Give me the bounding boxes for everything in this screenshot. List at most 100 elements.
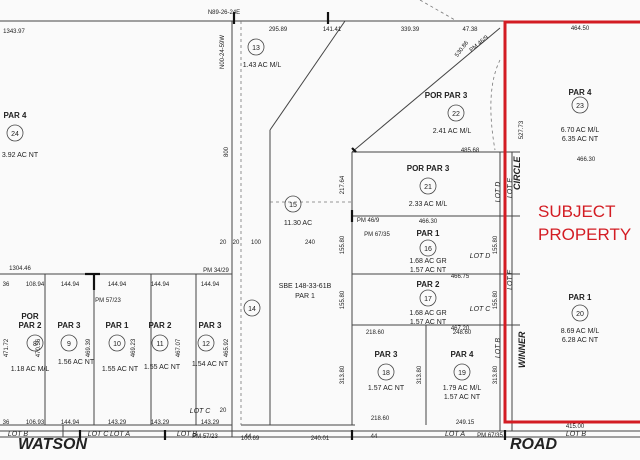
dim-vert-471: 471.72: [4, 338, 10, 357]
road-names: WATSON ROAD CIRCLE WINNER: [18, 156, 558, 453]
parcel-label-11: PAR 2: [149, 321, 173, 330]
dim-top-3: 339.39: [401, 27, 420, 33]
lot-number-23: 23: [576, 103, 584, 110]
lot-c-horizontal: LOT C: [470, 306, 492, 313]
acreage-24: 3.92 AC NT: [2, 152, 39, 159]
acreage-16b: 1.57 AC NT: [410, 267, 447, 274]
parcel-label-18: PAR 3: [375, 350, 399, 359]
dim-10-top: 144.94: [108, 282, 127, 288]
dim-bottom-a: 100.69: [241, 436, 260, 442]
lot-number-21: 21: [424, 184, 432, 191]
sbe-number: SBE 148-33-61B: [279, 283, 332, 290]
acreage-8: 1.18 AC M/L: [11, 366, 50, 373]
dim-vert-155a: 155.80: [340, 235, 346, 254]
dim-vert-ne: 527.73: [519, 120, 525, 139]
dashed-lines: [240, 0, 501, 425]
acreage-19a: 1.79 AC M/L: [443, 385, 482, 392]
parcel-label-23: PAR 4: [569, 88, 593, 97]
lot-b-road-3: LOT B: [566, 431, 587, 438]
parcel-label-17: PAR 2: [417, 280, 441, 289]
acreage-21: 2.33 AC M/L: [409, 201, 448, 208]
dim-top-1: 295.89: [269, 27, 288, 33]
dim-bottom-b: 240.01: [311, 436, 330, 442]
pm-67-35-a: PM 67/35: [364, 232, 390, 238]
dim-vert-470: 470.56: [36, 338, 42, 357]
parcel-label-8a: POR: [21, 312, 39, 321]
parcel-label-22: POR PAR 3: [425, 91, 468, 100]
dim-par20-bottom: 415.00: [566, 424, 585, 430]
bearing-vertical: N00-24-59W: [220, 35, 226, 69]
dim-bottom-44b: 44: [371, 434, 378, 440]
lot-numbers: 13 24 22 23 21 15 16 14 17 20 8 9 10 11 …: [11, 45, 584, 377]
acreage-20a: 8.69 AC M/L: [561, 328, 600, 335]
lot-number-12: 12: [202, 341, 210, 348]
dim-lot-b-side: 20: [220, 408, 227, 414]
lot-number-18: 18: [382, 370, 390, 377]
dim-par21-top: 485.68: [461, 148, 480, 154]
lot-number-24: 24: [11, 131, 19, 138]
dim-9-top: 144.94: [61, 282, 80, 288]
lot-number-15: 15: [289, 202, 297, 209]
road-watson: WATSON: [18, 436, 87, 453]
lot-number-13: 13: [252, 45, 260, 52]
parcel-label-16: PAR 1: [417, 229, 441, 238]
dim-par23-bottom: 466.30: [577, 157, 596, 163]
road-winner: WINNER: [517, 331, 527, 368]
dim-10-bottom: 143.29: [108, 420, 127, 426]
lot-letters: LOT D LOT E LOT F LOT B LOT D LOT C LOT …: [8, 178, 587, 438]
subject-label-line2: PROPERTY: [538, 225, 631, 244]
dim-vert-465: 465.92: [224, 338, 230, 357]
lot-circles: [6, 38, 589, 381]
acreage-17a: 1.68 AC GR: [409, 310, 446, 317]
bearing-top: N89-26-24E: [208, 10, 240, 16]
dim-top-left: 1343.97: [3, 29, 25, 35]
dim-vert-313b: 313.80: [417, 365, 423, 384]
acreage-20b: 6.28 AC NT: [562, 337, 599, 344]
dim-15-a: 100: [251, 240, 262, 246]
lot-number-20: 20: [576, 311, 584, 318]
lot-number-10: 10: [113, 341, 121, 348]
dim-par16-bottom: 466.75: [451, 274, 470, 280]
lot-c-road: LOT C: [88, 431, 110, 438]
dim-vert-469: 469.39: [86, 338, 92, 357]
pm-57-23-b: PM 57/23: [192, 434, 218, 440]
subject-property-outline: [503, 20, 640, 424]
subject-property-label: SUBJECT PROPERTY: [538, 202, 631, 244]
dim-8-bottom: 106.93: [26, 420, 45, 426]
dim-9-bottom: 144.94: [61, 420, 80, 426]
boundary-ticks: [78, 12, 507, 440]
pm-57-23: PM 57/23: [95, 298, 121, 304]
lot-number-16: 16: [424, 246, 432, 253]
lot-number-9: 9: [67, 341, 71, 348]
lot-number-14: 14: [248, 306, 256, 313]
lot-number-17: 17: [424, 296, 432, 303]
lot-e-vertical: LOT E: [507, 178, 514, 199]
acreage-19b: 1.57 AC NT: [444, 394, 481, 401]
dim-20: 20: [233, 240, 240, 246]
dim-vert-313a: 313.80: [340, 365, 346, 384]
acreage-23a: 6.70 AC M/L: [561, 127, 600, 134]
sbe-parcel-note: SBE 148-33-61B PAR 1: [279, 283, 332, 300]
sbe-parcel: PAR 1: [295, 293, 315, 300]
dim-left-36a: 36: [3, 282, 10, 288]
top-dimensions: N89-26-24E 295.89 141.41 339.39 47.38 46…: [3, 10, 596, 442]
dim-vert-313c: 313.80: [493, 365, 499, 384]
lot-number-8: 8: [33, 341, 37, 348]
lot-b-vertical: LOT B: [495, 338, 502, 359]
dim-vert-155d: 155.80: [493, 290, 499, 309]
lot-number-11: 11: [156, 341, 163, 348]
acreage-16a: 1.68 AC GR: [409, 258, 446, 265]
lot-c-south: LOT C: [190, 408, 212, 415]
dim-12-bottom: 143.29: [201, 420, 220, 426]
dim-15-c: 240: [305, 240, 316, 246]
parcel-lines: [0, 20, 640, 438]
road-circle: CIRCLE: [512, 156, 522, 190]
dim-vert-155b: 155.80: [340, 290, 346, 309]
acreage-13: 1.43 AC M/L: [243, 62, 282, 69]
dim-bottom-44a: 44: [245, 434, 252, 440]
parcel-labels: PAR 4 POR PAR 3 PAR 4 POR PAR 3 PAR 1 PA…: [4, 88, 593, 359]
dim-top-4: 47.38: [462, 27, 478, 33]
